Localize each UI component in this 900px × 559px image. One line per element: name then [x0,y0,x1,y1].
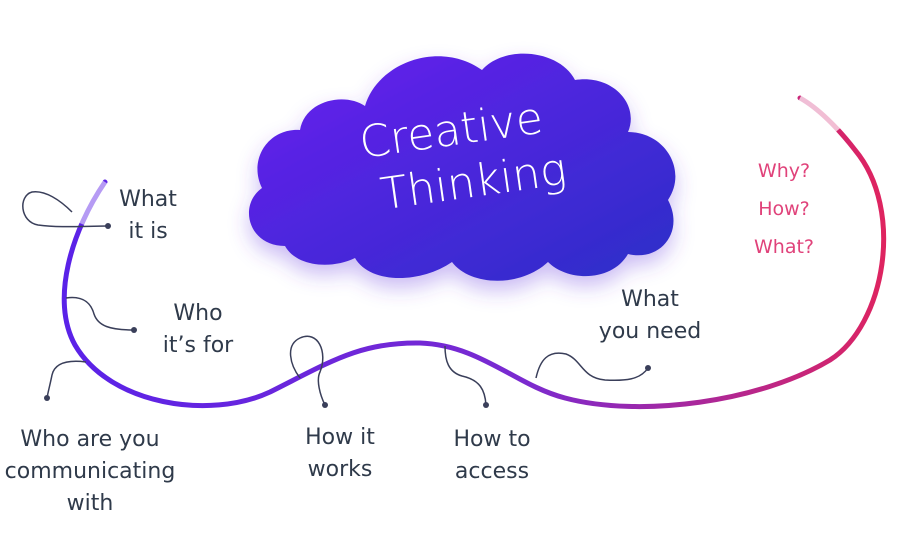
label-how-it-works-line2: works [307,457,373,482]
label-who-its-for: Who it’s for [148,298,248,362]
curve-fade-left [78,180,108,226]
label-who-its-for-line2: it’s for [162,333,234,358]
connector-who-are-you [46,360,87,399]
cloud-shape [248,53,676,281]
label-how-to-access-line1: How to [453,427,531,452]
question-why: Why? [757,160,811,182]
dot-what-it-is [105,223,111,229]
label-how-it-works: How it works [290,422,390,486]
label-who-its-for-line1: Who [173,301,223,326]
label-who-are-you-line2: communicating [4,459,176,484]
label-what-it-is-line2: it is [128,219,168,244]
connector-who-its-for [65,296,135,331]
label-what-you-need-line2: you need [598,319,702,344]
dot-what-you-need [645,365,651,371]
label-what-you-need-line1: What [621,287,679,312]
connector-what-you-need [535,352,649,382]
label-how-it-works-line1: How it [305,425,375,450]
curve-fade-right [798,94,841,133]
label-what-it-is: What it is [112,184,184,248]
label-who-are-you: Who are you communicating with [2,424,178,520]
questions-list: Why? How? What? [744,152,824,266]
label-what-it-is-line1: What [119,187,177,212]
connectors [22,191,649,406]
connector-how-it-works [289,335,326,406]
main-curve [61,95,887,410]
label-who-are-you-line3: with [66,491,114,516]
question-what: What? [753,236,814,258]
connector-what-it-is [22,191,109,228]
label-what-you-need: What you need [590,284,710,348]
connector-dots [44,223,651,408]
connector-how-to-access [444,345,487,406]
question-how: How? [758,198,810,220]
label-how-to-access: How to access [442,424,542,488]
label-who-are-you-line1: Who are you [20,427,160,452]
label-how-to-access-line2: access [454,459,530,484]
dot-who-are-you [44,395,50,401]
dot-who-its-for [131,327,137,333]
dot-how-to-access [483,402,489,408]
dot-how-it-works [322,402,328,408]
